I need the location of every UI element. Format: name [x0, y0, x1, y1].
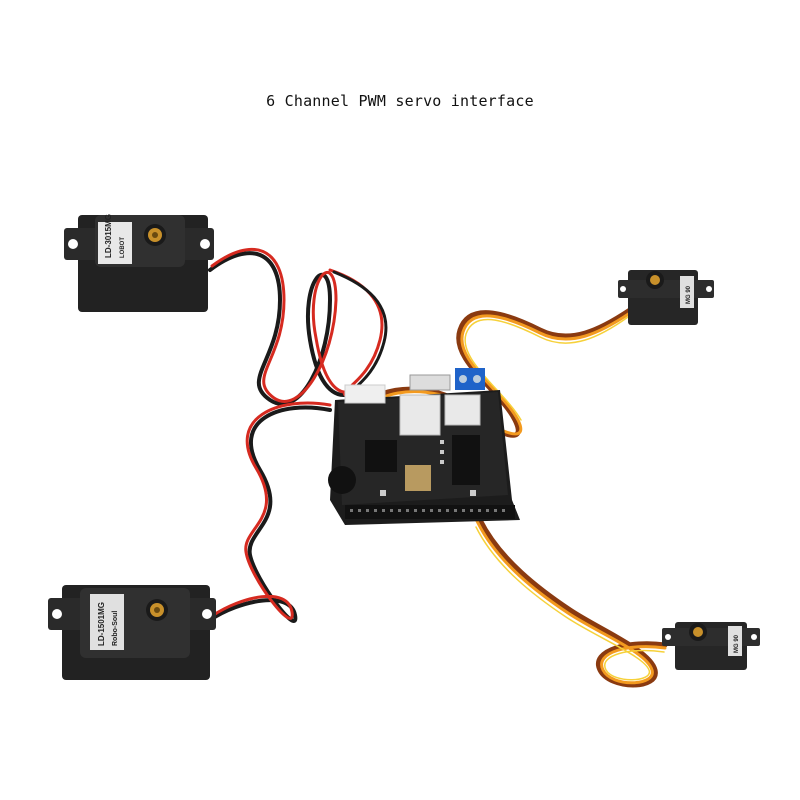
servo-horn [650, 275, 660, 285]
servo-label-text: LD-3015MG [104, 214, 113, 258]
servo-brand-text: Robo-Soul [112, 611, 119, 646]
servo-brand-text: LOBOT [120, 237, 126, 258]
servo-bottom-right: MG 90 [662, 622, 760, 670]
servo-bottom-left: LD-1501MG Robo-Soul [48, 585, 216, 680]
servo-label-text: LD-1501MG [97, 602, 106, 646]
servo-top-left: LD-3015MG LOBOT [64, 214, 214, 312]
buzzer [328, 466, 356, 494]
servo-label-plate [90, 594, 124, 650]
inductor [405, 465, 431, 491]
servo-top-right: MG 90 [618, 270, 714, 325]
servo-label-plate [728, 626, 742, 656]
connector-top [344, 384, 386, 404]
servo-label-text: MG 90 [686, 285, 692, 304]
servo-connector-block [399, 394, 441, 436]
servo-connector-block-2 [444, 394, 481, 426]
servo-horn [693, 627, 703, 637]
ic [452, 435, 480, 485]
wire-bottom-left [208, 401, 332, 623]
wire-top-left [208, 247, 388, 406]
page-caption: 6 Channel PWM servo interface [266, 92, 534, 110]
pwm-servo-board [328, 368, 520, 525]
servo-label-plate [98, 222, 132, 264]
servo-label-text: MG 90 [734, 634, 740, 653]
power-switch [409, 374, 451, 391]
servo-label-plate [680, 276, 694, 308]
chip [365, 440, 397, 472]
power-terminal [455, 368, 485, 390]
